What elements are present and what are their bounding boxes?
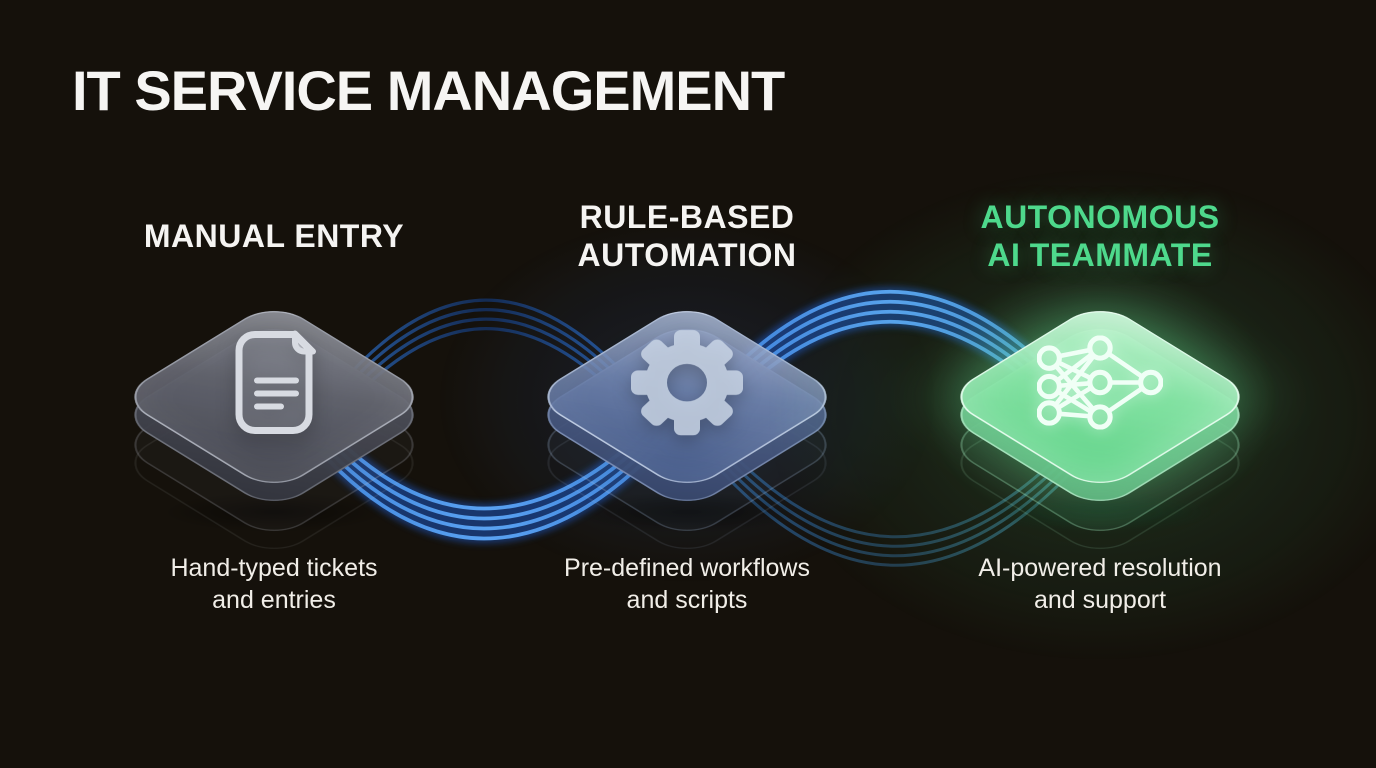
stage-caption: AI-powered resolution and support: [978, 554, 1222, 614]
stage-column-autonomous-ai-teammate: AUTONOMOUS AI TEAMMATE: [660, 0, 1376, 768]
stage-heading: AUTONOMOUS AI TEAMMATE: [980, 198, 1220, 273]
stage-caption: Hand-typed tickets and entries: [170, 554, 378, 614]
stage-heading: RULE-BASED AUTOMATION: [577, 198, 797, 273]
stage-column-manual-entry: MANUAL ENTRY Hand-typed tickets and entr…: [64, 0, 484, 768]
stage-heading: MANUAL ENTRY: [143, 217, 405, 254]
stage-column-rule-based-automation: RULE-BASED AUTOMATION: [367, 0, 1007, 768]
stage-caption: Pre-defined workflows and scripts: [564, 554, 810, 614]
neural-network-icon: [1036, 335, 1164, 435]
gear-icon: [607, 307, 767, 462]
document-icon: [208, 317, 340, 454]
page-title: IT SERVICE MANAGEMENT: [72, 59, 785, 122]
